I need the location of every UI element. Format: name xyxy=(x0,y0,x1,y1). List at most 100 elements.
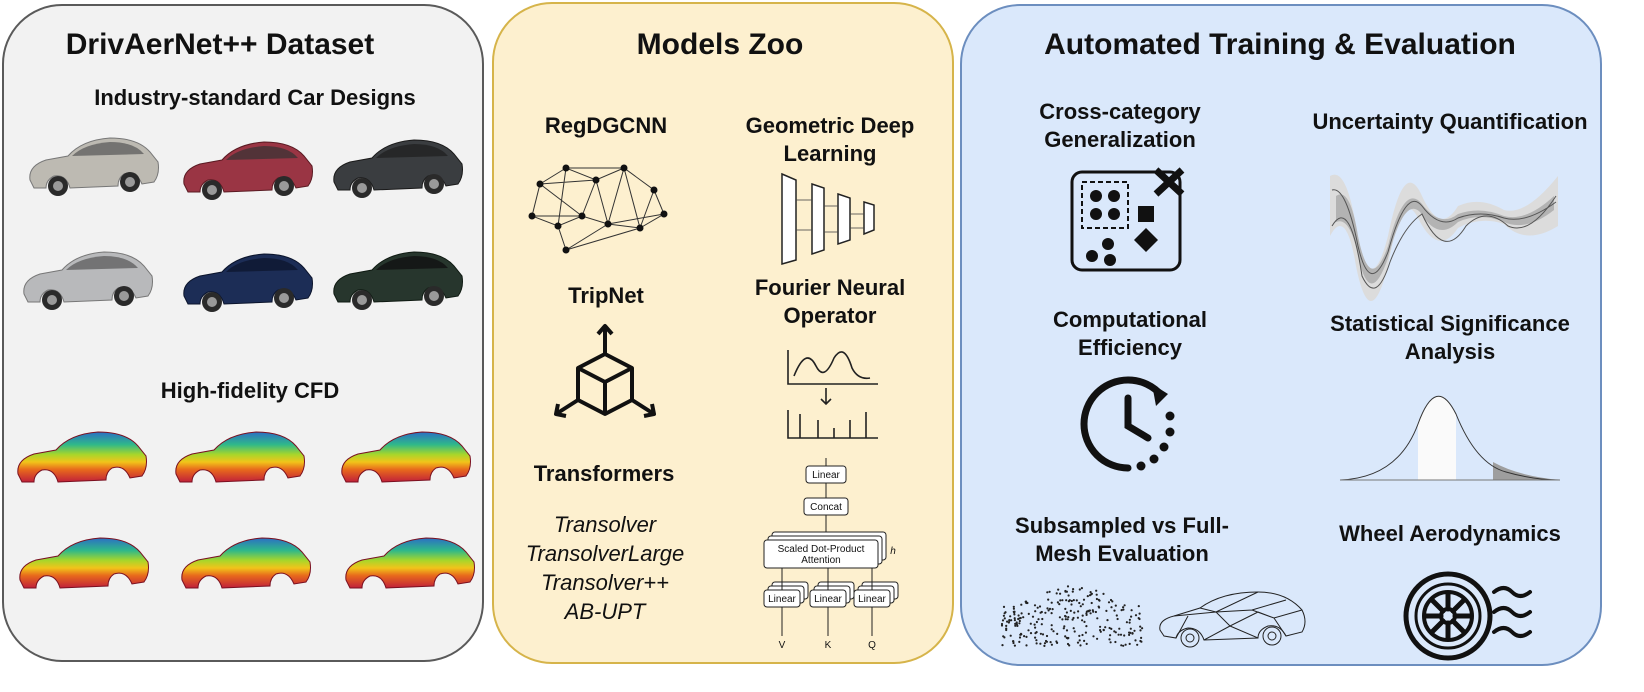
point-cloud-dot xyxy=(1095,593,1098,596)
car-4 xyxy=(23,251,153,310)
point-cloud-dot xyxy=(1073,630,1076,633)
point-cloud-dot xyxy=(1085,613,1088,616)
point-cloud-dot xyxy=(1134,614,1138,617)
point-cloud-dot xyxy=(1141,627,1144,630)
sdpa-label-line1: Scaled Dot-Product xyxy=(778,544,865,555)
cfd-car-2 xyxy=(175,431,305,483)
point-cloud-dot xyxy=(1123,604,1126,607)
point-cloud-dot xyxy=(1035,639,1038,642)
point-cloud-dot xyxy=(1043,642,1047,645)
point-cloud-dot xyxy=(1001,619,1005,622)
point-cloud-dot xyxy=(1113,609,1116,612)
point-cloud-dot xyxy=(1118,627,1121,630)
point-cloud-dot xyxy=(1064,618,1067,621)
point-cloud-dot xyxy=(1017,614,1020,617)
point-cloud-dot xyxy=(1059,599,1062,602)
point-cloud-dot xyxy=(1070,603,1073,606)
point-cloud-dot xyxy=(1055,592,1058,595)
point-cloud-dot xyxy=(1037,618,1040,621)
point-cloud-dot xyxy=(1066,618,1069,621)
point-cloud-dot xyxy=(1000,622,1004,626)
point-cloud-dot xyxy=(1085,642,1088,645)
point-cloud-dot xyxy=(1020,603,1023,606)
point-cloud-dot xyxy=(1114,640,1117,644)
point-cloud-dot xyxy=(1033,623,1036,626)
point-cloud-dot xyxy=(1128,618,1131,621)
point-cloud-dot xyxy=(1040,623,1043,626)
point-cloud-dot xyxy=(1088,609,1091,612)
point-cloud-dot xyxy=(1027,612,1030,615)
point-cloud-dot xyxy=(1095,589,1098,592)
point-cloud-dot xyxy=(1061,599,1064,602)
point-cloud-dot xyxy=(1047,598,1050,601)
point-cloud-dot xyxy=(1096,617,1099,620)
point-cloud-dot xyxy=(1115,614,1118,617)
point-cloud-dot xyxy=(1089,591,1092,594)
point-cloud-dot xyxy=(1013,644,1016,647)
sdpa-label-line2: Attention xyxy=(801,555,840,566)
car-3 xyxy=(333,139,463,198)
point-cloud-dot xyxy=(1081,619,1084,622)
point-cloud-dot xyxy=(1098,606,1101,609)
point-cloud-dot xyxy=(1012,607,1015,610)
point-cloud-dot xyxy=(1071,618,1074,621)
point-cloud-dot xyxy=(1002,605,1006,608)
point-cloud-dot xyxy=(1050,612,1053,615)
point-cloud-dot xyxy=(1033,604,1037,607)
stat-significance-line2: Analysis xyxy=(1404,339,1496,364)
v-input-label: V xyxy=(779,640,786,651)
point-cloud-dot xyxy=(1025,635,1028,638)
point-cloud-dot xyxy=(1058,603,1061,606)
point-cloud-dot xyxy=(1072,599,1075,602)
point-cloud-dot xyxy=(1078,639,1081,642)
point-cloud-dot xyxy=(1071,590,1074,593)
point-cloud-dot xyxy=(1110,606,1113,609)
variant-ab-upt: AB-UPT xyxy=(564,599,646,624)
point-cloud-dot xyxy=(1056,601,1059,604)
point-cloud-dot xyxy=(1108,638,1111,641)
point-cloud-dot xyxy=(1120,644,1123,647)
point-cloud-dot xyxy=(1139,625,1142,628)
point-cloud-dot xyxy=(1056,632,1059,635)
point-cloud-dot xyxy=(1104,626,1107,629)
point-cloud-dot xyxy=(1086,595,1089,598)
point-cloud-dot xyxy=(1022,616,1025,619)
point-cloud-dot xyxy=(1064,614,1067,618)
fno-label-line1: Fourier Neural xyxy=(754,275,906,300)
concat-label: Concat xyxy=(810,502,842,513)
point-cloud-dot xyxy=(1035,642,1038,645)
point-cloud-dot xyxy=(1125,621,1128,624)
point-cloud-dot xyxy=(1106,619,1109,622)
point-cloud-dot xyxy=(1140,636,1143,639)
point-cloud-dot xyxy=(1072,627,1075,630)
point-cloud-dot xyxy=(1002,614,1005,617)
point-cloud-dot xyxy=(1137,605,1140,608)
point-cloud-dot xyxy=(1039,642,1042,645)
point-cloud-dot xyxy=(1006,620,1009,623)
cfd-car-4 xyxy=(19,537,149,589)
bell-curve-icon xyxy=(1339,395,1561,481)
point-cloud-dot xyxy=(1079,644,1082,647)
cfd-car-1 xyxy=(17,431,147,483)
point-cloud-dot xyxy=(1068,644,1071,647)
point-cloud-dot xyxy=(1057,588,1060,591)
point-cloud-dot xyxy=(1045,640,1048,643)
car-5 xyxy=(183,253,313,312)
linear-top-label: Linear xyxy=(812,470,840,481)
cross-category-line1: Cross-category xyxy=(1039,99,1201,124)
wheel-airflow-icon xyxy=(1403,571,1532,661)
point-cloud-dot xyxy=(1005,624,1008,627)
point-cloud-dot xyxy=(1131,632,1134,635)
point-cloud-dot xyxy=(1034,626,1037,629)
point-cloud-dot xyxy=(1119,633,1123,636)
point-cloud-dot xyxy=(1128,621,1131,624)
fourier-transform-icon xyxy=(787,350,878,439)
point-cloud-dot xyxy=(1080,587,1083,590)
point-cloud-dot xyxy=(1001,644,1004,647)
point-cloud-dot xyxy=(1025,600,1028,603)
point-cloud-dot xyxy=(1048,607,1052,610)
point-cloud-dot xyxy=(1031,615,1035,618)
variant-transolver: Transolver xyxy=(553,512,657,537)
linear-q-label: Linear xyxy=(858,594,886,605)
point-cloud-dot xyxy=(1050,624,1053,627)
